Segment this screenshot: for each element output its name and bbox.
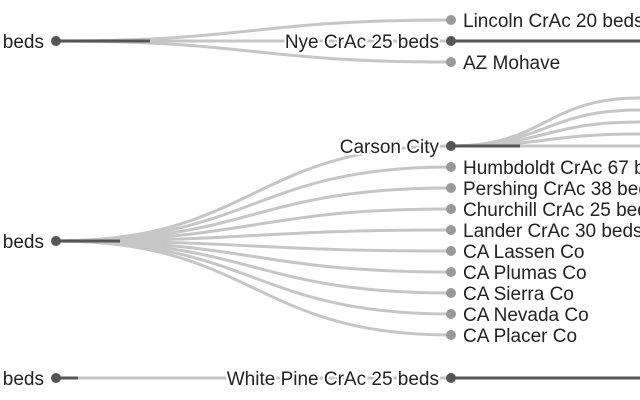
label-churchill: Churchill CrAc 25 beds bbox=[463, 200, 640, 221]
label-lander: Lander CrAc 30 beds bbox=[463, 221, 640, 242]
link-r2-placer bbox=[55, 239, 452, 337]
label-nye: Nye CrAc 25 beds bbox=[285, 32, 439, 53]
node-humboldt[interactable] bbox=[446, 162, 456, 172]
nodes-layer bbox=[51, 15, 456, 383]
links-layer bbox=[55, 18, 640, 380]
label-mohave: AZ Mohave bbox=[463, 53, 560, 74]
label-sierra: CA Sierra Co bbox=[463, 284, 574, 305]
label-pershing: Pershing CrAc 38 beds bbox=[463, 179, 640, 200]
label-humboldt: Humbdoldt CrAc 67 beds bbox=[463, 158, 640, 179]
link-r2-pershing bbox=[55, 186, 452, 243]
label-lassen: CA Lassen Co bbox=[463, 242, 584, 263]
node-sierra[interactable] bbox=[446, 288, 456, 298]
link-r2-carson bbox=[55, 144, 452, 243]
node-pershing[interactable] bbox=[446, 183, 456, 193]
label-whitepine: White Pine CrAc 25 beds bbox=[227, 369, 439, 390]
node-churchill[interactable] bbox=[446, 204, 456, 214]
node-nye[interactable] bbox=[446, 36, 456, 46]
label-r2: beds bbox=[3, 232, 44, 253]
label-r1: beds bbox=[3, 32, 44, 53]
label-lincoln: Lincoln CrAc 20 beds bbox=[463, 11, 640, 32]
label-plumas: CA Plumas Co bbox=[463, 263, 587, 284]
node-lassen[interactable] bbox=[446, 246, 456, 256]
node-nevada[interactable] bbox=[446, 309, 456, 319]
label-nevada: CA Nevada Co bbox=[463, 305, 589, 326]
node-plumas[interactable] bbox=[446, 267, 456, 277]
node-mohave[interactable] bbox=[446, 57, 456, 67]
node-r1[interactable] bbox=[51, 36, 61, 46]
node-placer[interactable] bbox=[446, 330, 456, 340]
link-r2-sierra bbox=[55, 239, 452, 295]
label-placer: CA Placer Co bbox=[463, 326, 577, 347]
node-lincoln[interactable] bbox=[446, 15, 456, 25]
node-r2[interactable] bbox=[51, 236, 61, 246]
node-r3[interactable] bbox=[51, 373, 61, 383]
link-r2-lander bbox=[55, 228, 452, 243]
node-lander[interactable] bbox=[446, 225, 456, 235]
node-whitepine[interactable] bbox=[446, 373, 456, 383]
label-carson: Carson City bbox=[340, 137, 440, 158]
link-offscreen-carson-3 bbox=[450, 132, 640, 148]
label-r3: beds bbox=[3, 369, 44, 390]
node-carson[interactable] bbox=[446, 141, 456, 151]
